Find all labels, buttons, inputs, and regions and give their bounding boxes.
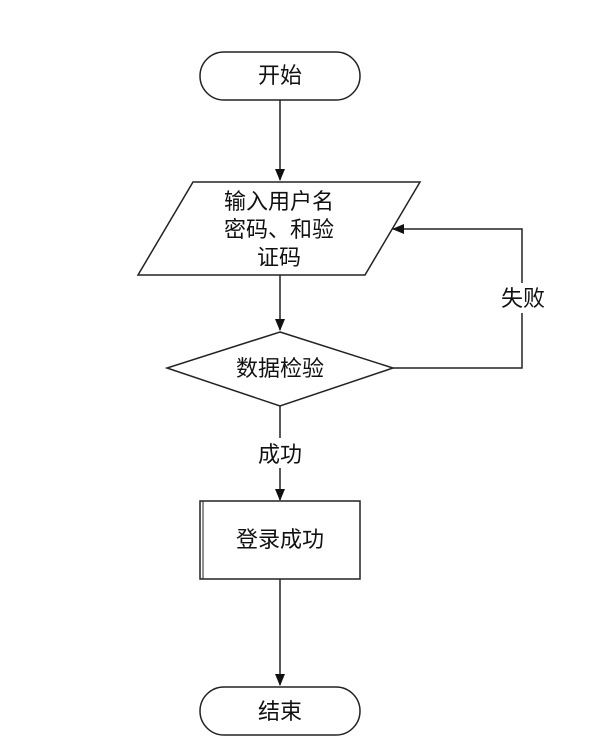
input-label-line-1: 输入用户名 [224, 190, 334, 215]
input-node: 输入用户名 密码、和验 证码 [136, 181, 422, 276]
fail-label-bg [498, 283, 548, 313]
check-node: 数据检验 [164, 331, 396, 407]
success-label-bg [252, 438, 308, 468]
input-label-line-3: 证码 [257, 246, 301, 271]
input-label-line-2: 密码、和验 [224, 218, 334, 243]
login-node: 登录成功 [199, 500, 361, 580]
end-label: 结束 [258, 700, 302, 725]
fail-label: 失败 [501, 287, 545, 312]
check-label: 数据检验 [236, 357, 324, 382]
success-label: 成功 [258, 443, 302, 468]
end-shape [199, 686, 361, 736]
login-label: 登录成功 [236, 528, 324, 553]
start-label: 开始 [258, 64, 302, 89]
end-node: 结束 [199, 686, 361, 736]
start-node: 开始 [199, 51, 361, 101]
input-shape [136, 181, 422, 276]
